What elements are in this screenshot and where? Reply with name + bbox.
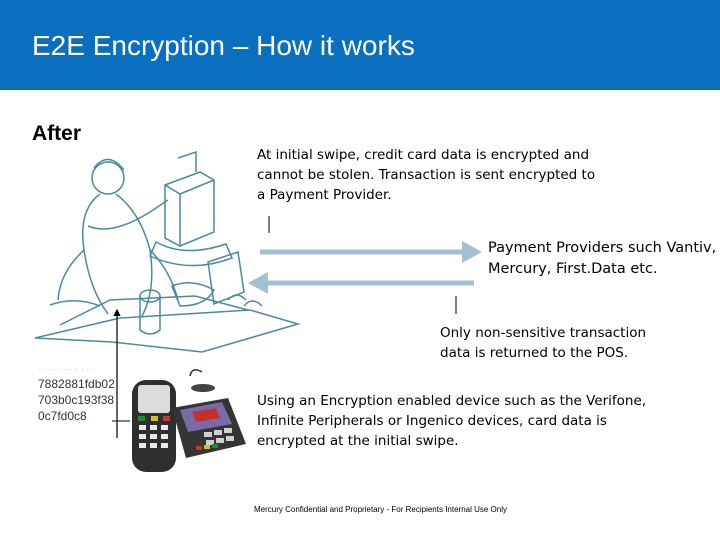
outgoing-arrow [260, 241, 482, 263]
handheld-reader-device [132, 380, 176, 472]
slide-title: E2E Encryption – How it works [32, 30, 415, 61]
footer-confidential: Mercury Confidential and Proprietary - F… [254, 505, 507, 514]
hex-line: 7882881fdb02 [38, 377, 115, 391]
note-initial-swipe: At initial swipe, credit card data is en… [257, 147, 596, 203]
return-arrow [248, 272, 474, 294]
encrypted-data-sample: 7882881fdb02 703b0c193f38 0c7fd0c8 [38, 376, 115, 424]
note-encryption-devices: Using an Encryption enabled device such … [257, 393, 647, 449]
note-returned-data: Only non-sensitive transaction data is r… [440, 325, 647, 361]
hex-line: 703b0c193f38 [38, 393, 115, 407]
noise-text-top: ·· ·· ·· · ··· ·· · ··· [38, 369, 94, 373]
hex-line: 0c7fd0c8 [38, 409, 87, 423]
cashier-illustration [34, 150, 301, 353]
pin-pad-terminal [172, 369, 246, 458]
title-bar: E2E Encryption – How it works [0, 0, 720, 90]
note-payment-providers: Payment Providers such Vantiv, Mercury, … [488, 240, 717, 277]
section-label: After [32, 122, 82, 145]
noise-text-bottom: ·· ··· ·· ·· ····· ··· [38, 420, 91, 424]
